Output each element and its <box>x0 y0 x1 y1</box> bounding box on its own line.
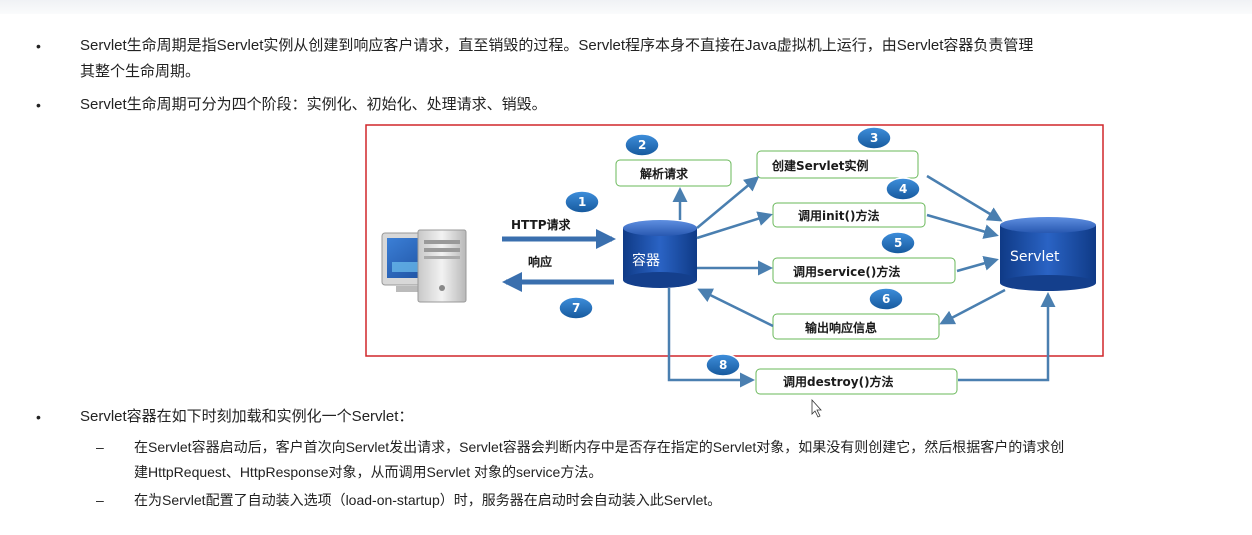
servlet-cylinder <box>1000 217 1096 291</box>
call-destroy-label: 调用destroy()方法 <box>783 374 894 389</box>
step-badge-7-label: 7 <box>572 301 580 315</box>
create-instance-label: 创建Servlet实例 <box>771 158 869 173</box>
sub-bullet-text: 在为Servlet配置了自动装入选项（load-on-startup）时，服务器… <box>134 492 722 508</box>
sub-bullet-first-request: – 在Servlet容器启动后，客户首次向Servlet发出请求，Servlet… <box>96 435 1214 485</box>
sub-bullet-text-line1: 在Servlet容器启动后，客户首次向Servlet发出请求，Servlet容器… <box>134 439 1065 455</box>
sub-bullet-load-on-startup: – 在为Servlet配置了自动装入选项（load-on-startup）时，服… <box>96 488 1214 513</box>
container-label: 容器 <box>632 252 660 269</box>
call-init-label: 调用init()方法 <box>798 208 879 223</box>
bullet-text-line2: 其整个生命周期。 <box>80 63 201 80</box>
sub-bullet-text-line2: 建HttpRequest、HttpResponse对象，从而调用Servlet … <box>134 464 603 480</box>
parse-request-label: 解析请求 <box>640 166 689 181</box>
flow-arrows <box>667 174 1056 388</box>
bullet-marker: • <box>36 97 41 113</box>
bullet-text: Servlet容器在如下时刻加载和实例化一个Servlet： <box>80 408 414 425</box>
http-request-label: HTTP请求 <box>511 217 571 232</box>
bullet-lifecycle-definition: • Servlet生命周期是指Servlet实例从创建到响应客户请求，直至销毁的… <box>36 33 1220 85</box>
response-label: 响应 <box>528 254 552 269</box>
step-badge-4-label: 4 <box>899 182 907 196</box>
step-badge-8 <box>705 353 741 377</box>
step-badge-3-label: 3 <box>870 131 878 145</box>
mouse-cursor-icon <box>811 398 822 418</box>
bullet-marker: • <box>36 38 41 54</box>
bullet-text-line1: Servlet生命周期是指Servlet实例从创建到响应客户请求，直至销毁的过程… <box>80 37 1034 54</box>
step-badge-6-label: 6 <box>882 292 890 306</box>
call-destroy-box <box>755 368 958 395</box>
output-response-box <box>772 313 940 340</box>
bullet-four-stages: • Servlet生命周期可分为四个阶段：实例化、初始化、处理请求、销毁。 <box>36 92 1220 118</box>
call-init-box <box>772 202 926 228</box>
dash-marker: – <box>96 439 104 455</box>
container-cylinder <box>623 220 697 288</box>
step-badge-5-label: 5 <box>894 236 902 250</box>
step-badge-1 <box>564 190 600 214</box>
step-badge-6 <box>868 287 904 311</box>
parse-request-box <box>615 159 732 187</box>
dash-marker: – <box>96 492 104 508</box>
step-badge-7 <box>558 296 594 320</box>
diagram-frame <box>365 124 1104 357</box>
step-badge-2-label: 2 <box>638 138 646 152</box>
bullet-marker: • <box>36 409 41 425</box>
step-badge-3 <box>856 126 892 150</box>
servlet-label: Servlet <box>1010 249 1060 265</box>
step-badge-5 <box>880 231 916 255</box>
window-top-bar <box>0 0 1252 14</box>
bullet-text: Servlet生命周期可分为四个阶段：实例化、初始化、处理请求、销毁。 <box>80 96 547 113</box>
output-response-label: 输出响应信息 <box>805 320 877 335</box>
step-badge-1-label: 1 <box>578 195 586 209</box>
step-badge-4 <box>885 177 921 201</box>
call-service-label: 调用service()方法 <box>793 264 900 279</box>
step-badge-8-label: 8 <box>719 358 727 372</box>
bullet-load-timing: • Servlet容器在如下时刻加载和实例化一个Servlet： <box>36 404 1220 430</box>
create-instance-box <box>756 150 919 179</box>
client-computer-icon <box>381 229 467 303</box>
call-service-box <box>772 257 956 284</box>
step-badge-2 <box>624 133 660 157</box>
